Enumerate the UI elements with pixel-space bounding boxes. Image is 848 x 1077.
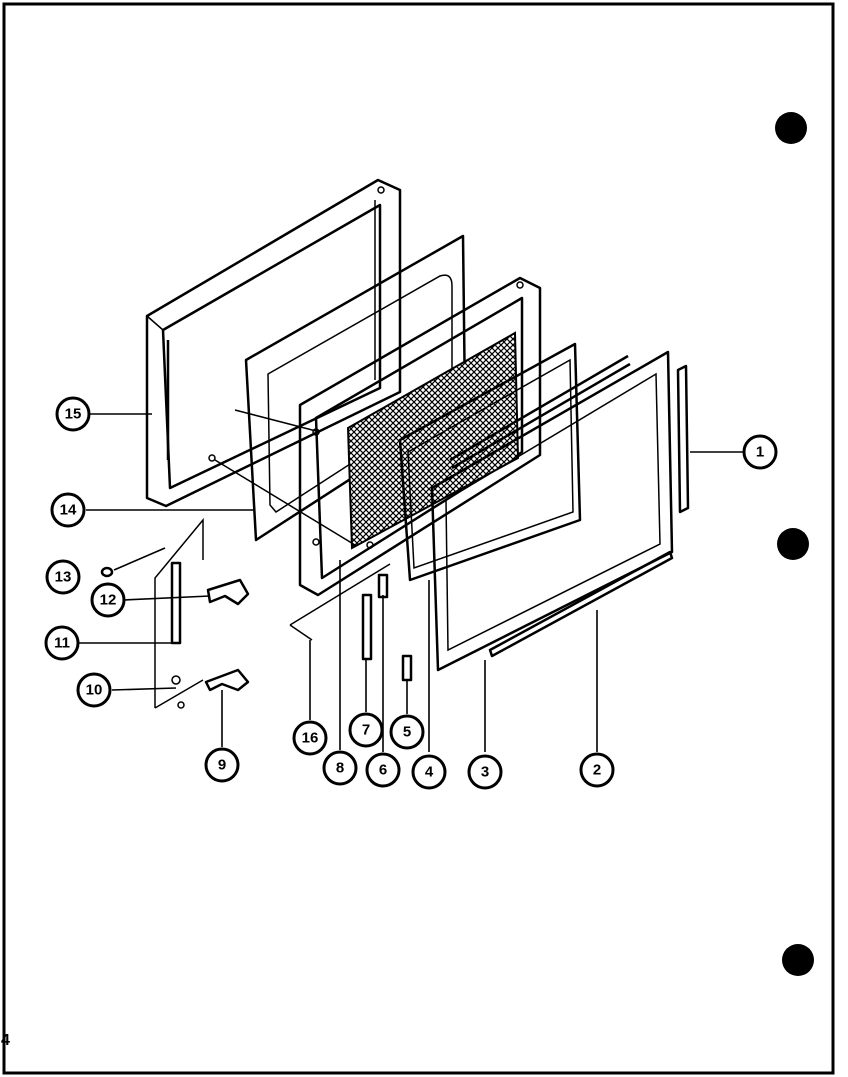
callout-11: 11 bbox=[44, 625, 80, 661]
part-1-side-strip bbox=[676, 364, 690, 514]
callout-11-label: 11 bbox=[54, 635, 70, 652]
part-3-front-trim-frame bbox=[430, 350, 674, 672]
hinge-assembly bbox=[100, 517, 391, 709]
page-corner-mark: 4 bbox=[1, 1032, 10, 1049]
callout-2-label: 2 bbox=[593, 762, 601, 779]
callout-14: 14 bbox=[50, 492, 86, 528]
part-2-bottom-strip bbox=[488, 550, 674, 658]
callout-9: 9 bbox=[204, 747, 240, 783]
binder-hole-top bbox=[775, 112, 807, 144]
part-7-strip bbox=[361, 593, 373, 661]
part-5-small-strip bbox=[401, 654, 413, 682]
page-border bbox=[2, 2, 835, 1075]
part-12-upper-hinge bbox=[206, 578, 250, 606]
callout-7-label: 7 bbox=[362, 722, 370, 739]
callout-13: 13 bbox=[45, 559, 81, 595]
callout-7: 7 bbox=[348, 712, 384, 748]
part-10-hinge-pin bbox=[171, 675, 181, 685]
leader-lines bbox=[79, 409, 743, 752]
callout-6-label: 6 bbox=[379, 762, 387, 779]
callout-15: 15 bbox=[55, 396, 91, 432]
part-9-lower-hinge bbox=[204, 668, 250, 692]
part-11-hinge-arm bbox=[170, 561, 182, 645]
callout-3-label: 3 bbox=[481, 764, 489, 781]
callout-5-label: 5 bbox=[403, 724, 411, 741]
part-6-small-strip bbox=[377, 573, 389, 599]
callout-1-label: 1 bbox=[756, 444, 764, 461]
callout-4: 4 bbox=[411, 754, 447, 790]
binder-hole-middle bbox=[777, 528, 809, 560]
callout-2: 2 bbox=[579, 752, 615, 788]
callout-13-label: 13 bbox=[55, 569, 72, 586]
callout-10-label: 10 bbox=[86, 682, 103, 699]
callout-3: 3 bbox=[467, 754, 503, 790]
part-4-middle-frame bbox=[398, 342, 582, 582]
callout-8-label: 8 bbox=[336, 760, 344, 777]
callout-5: 5 bbox=[389, 714, 425, 750]
callout-6: 6 bbox=[365, 752, 401, 788]
callout-8: 8 bbox=[322, 750, 358, 786]
part-8-inner-liner bbox=[298, 276, 542, 597]
callout-12-label: 12 bbox=[100, 592, 117, 609]
callout-10: 10 bbox=[76, 672, 112, 708]
callout-1: 1 bbox=[742, 434, 778, 470]
callout-14-label: 14 bbox=[60, 502, 77, 519]
binder-hole-bottom bbox=[782, 944, 814, 976]
callout-12: 12 bbox=[90, 582, 126, 618]
callout-15-label: 15 bbox=[65, 406, 82, 423]
callout-4-label: 4 bbox=[425, 764, 434, 781]
callout-16: 16 bbox=[292, 720, 328, 756]
part-15-outer-door-frame bbox=[145, 178, 402, 508]
part-13-screw bbox=[100, 566, 114, 578]
callout-16-label: 16 bbox=[302, 730, 319, 747]
callout-9-label: 9 bbox=[218, 757, 226, 774]
